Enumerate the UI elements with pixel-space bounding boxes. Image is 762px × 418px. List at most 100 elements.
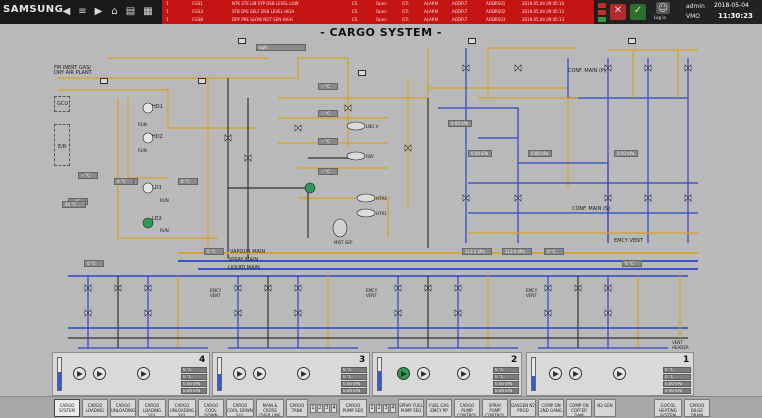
engine-room-box[interactable] — [54, 124, 70, 166]
nav-gasgen-n2-prod[interactable]: GASGEN N2 PROD — [510, 399, 536, 417]
tank-4-spray-pump-icon[interactable] — [137, 367, 150, 380]
htr2-label: HTR2 — [376, 196, 387, 201]
tank-4-cargo-pump-icon[interactable] — [93, 367, 106, 380]
tank-1-level-bar — [531, 357, 536, 391]
tank-1-cargo-pump-icon[interactable] — [569, 367, 582, 380]
alarm-row[interactable]: 1 CGS1 NTK STE LIB SYP DSB LEVEL LOW CS … — [166, 1, 565, 6]
nav-cargo-cool-down[interactable]: CARGO COOL DOWN — [198, 399, 224, 417]
tank-1-spray-pump-icon[interactable] — [613, 367, 626, 380]
emcy-vent-tank4-label: EMCY VENT — [210, 288, 222, 298]
inert-gas-plant-label: FM INERT GAS/ DRY AIR PLANT — [54, 65, 92, 76]
play-icon[interactable]: ▶ — [94, 6, 103, 17]
nav-n2-gen[interactable]: N2 GEN — [594, 399, 616, 417]
tank-2-level-bar — [377, 357, 382, 391]
tank-3-number: 3 — [359, 355, 366, 365]
tank-4-level-fill — [58, 372, 61, 390]
back-icon[interactable]: ◀ — [62, 6, 71, 17]
hd2-run-status: RUN — [138, 148, 147, 153]
fbv-label: FBV — [366, 154, 374, 159]
tank-2-cargo-pump-icon[interactable] — [417, 367, 430, 380]
tank-2-spray-pump-icon[interactable] — [457, 367, 470, 380]
nav-fuel-gas-emcy-pp[interactable]: FUEL GAS EMCY PP — [426, 399, 452, 417]
top-toolbar: SAMSUNG ◀ ≡ ▶ ⌂ ▤ ▦ 1 CGS1 NTK STE LIB S… — [0, 0, 762, 24]
menu-icon[interactable]: ≡ — [78, 6, 87, 17]
nav-cargo-pump-control[interactable]: CARGO PUMP CONTROL — [454, 399, 480, 417]
tank-3-value: 0 °C — [341, 367, 367, 373]
ld1-label: LD1 — [152, 185, 162, 191]
tank-4-value: 0.00 kPa — [181, 388, 207, 394]
tank-4-panel[interactable]: 4 0 °C 0 °C 0.00 kPa 0.00 kPa — [52, 352, 210, 396]
tank-4-cargo-pump-icon[interactable] — [73, 367, 86, 380]
nav-cargo-system[interactable]: CARGO SYSTEM — [54, 399, 80, 417]
nav-pump-number-button[interactable]: 4 — [390, 404, 396, 413]
nav-pump-number-button[interactable]: 2 — [376, 404, 382, 413]
alarm-summary-panel[interactable]: 1 CGS1 NTK STE LIB SYP DSB LEVEL LOW CS … — [162, 0, 594, 24]
tank-2-cargo-pump-icon[interactable] — [397, 367, 410, 380]
temp-readout: 0 °C — [84, 260, 104, 267]
nav-tank-number-button[interactable]: 3 — [324, 404, 330, 413]
alarm-row[interactable]: 1 CGS8 DRY PRE SLOW NOT SEN HIGH CS Open… — [166, 17, 565, 22]
nav-cargo-pump-seq[interactable]: CARGO PUMP SEQ — [339, 399, 367, 417]
home-icon[interactable]: ⌂ — [111, 6, 118, 17]
valve-tag[interactable] — [628, 38, 636, 44]
temp-readout: 40 °C — [62, 201, 86, 208]
tank-3-cargo-pump-icon[interactable] — [253, 367, 266, 380]
nav-cargo-unloading-sul[interactable]: CARGO UNLOADING SUL — [168, 399, 196, 417]
tank-2-value: 0.00 kPa — [493, 381, 519, 387]
nav-tank-number-button[interactable]: 2 — [317, 404, 323, 413]
nav-spray-fuel-pump-seq[interactable]: SPRAY FUEL PUMP SEQ — [398, 399, 424, 417]
nav-spray-pump-control[interactable]: SPRAY PUMP CONTROL — [482, 399, 508, 417]
tank-1-number: 1 — [683, 355, 690, 365]
nav-comp-on-2nd-gang[interactable]: COMP ON 2ND GANG — [538, 399, 564, 417]
status-controls: ✕ ✓ ☺ Log in admin VMO 2018-05-04 11:30:… — [596, 0, 762, 24]
tank-4-level-bar — [57, 357, 62, 391]
valve-tag[interactable] — [468, 38, 476, 44]
nav-pump-number-button[interactable]: 1 — [369, 404, 375, 413]
nav-comp-on-coffer-dam[interactable]: COMP ON COFFER DAM — [566, 399, 592, 417]
alarm-list-icon[interactable]: ▦ — [143, 6, 153, 17]
nav-cargo-loading[interactable]: CARGO LOADING — [82, 399, 108, 417]
tank-1-cargo-pump-icon[interactable] — [549, 367, 562, 380]
nav-cargo-unloading[interactable]: CARGO UNLOADING — [110, 399, 136, 417]
nav-pump-number-button[interactable]: 3 — [383, 404, 389, 413]
piping-lines — [58, 47, 698, 349]
tank-1-value: 0 °C — [663, 374, 691, 380]
nav-cargo-tank[interactable]: CARGO TANK — [286, 399, 308, 417]
tank-3-spray-pump-icon[interactable] — [297, 367, 310, 380]
tank-3-cargo-pump-icon[interactable] — [233, 367, 246, 380]
nav-main-cross-over-line[interactable]: MAIN & CROSS OVER LINE — [256, 399, 284, 417]
temp-readout: 0 °C — [622, 260, 642, 267]
valve-tag[interactable] — [358, 70, 366, 76]
pressure-readout: 0.00 kPa — [528, 150, 552, 157]
nav-tank-number-button[interactable]: 1 — [310, 404, 316, 413]
print-icon[interactable]: ▤ — [125, 6, 136, 17]
valve-tag[interactable] — [198, 78, 206, 84]
valve-tag[interactable] — [238, 38, 246, 44]
temp-readout: -- °C — [318, 83, 338, 90]
current-time: 11:30:23 — [718, 12, 753, 20]
tank-3-panel[interactable]: 3 0 °C 0 °C 0.00 kPa 0.00 kPa — [212, 352, 370, 396]
login-user-icon[interactable]: ☺ — [656, 2, 670, 14]
tank-1-panel[interactable]: 1 0 °C 0 °C 0.00 kPa 0.00 kPa — [526, 352, 694, 396]
user-name: admin — [686, 3, 705, 10]
hd1-label: HD1 — [152, 104, 163, 110]
temp-readout: -- °C — [78, 172, 98, 179]
nav-cargo-bilge-drain[interactable]: CARGO BILGE DRAIN — [684, 399, 710, 417]
tank-1-value: 0.00 kPa — [663, 381, 691, 387]
alarm-row[interactable]: 1 CGS3 STB DYE SELF DSB LEVEL HIGH CS Op… — [166, 9, 565, 14]
silence-horn-icon[interactable]: ✕ — [610, 4, 626, 20]
temp-readout: 0 °C — [204, 248, 224, 255]
nav-cargo-cool-down-sul[interactable]: CARGO COOL DOWN SUL — [226, 399, 254, 417]
tank-4-value: 0 °C — [181, 374, 207, 380]
gcu-box[interactable] — [54, 96, 70, 112]
nav-glycol-heating-system[interactable]: GLYCOL HEATING SYSTEM — [654, 399, 682, 417]
nav-tank-number-button[interactable]: 4 — [331, 404, 337, 413]
nav-cargo-loading-sul[interactable]: CARGO LOADING SUL — [138, 399, 166, 417]
login-label[interactable]: Log in — [654, 15, 667, 20]
valve-tag[interactable] — [100, 78, 108, 84]
acknowledge-icon[interactable]: ✓ — [630, 4, 646, 20]
ld2-run-status: RUN — [160, 228, 169, 233]
tank-2-panel[interactable]: 2 0 °C 0 °C 0.00 kPa 0.00 kPa — [372, 352, 522, 396]
pressure-readout: 0.00 kPa — [448, 120, 472, 127]
